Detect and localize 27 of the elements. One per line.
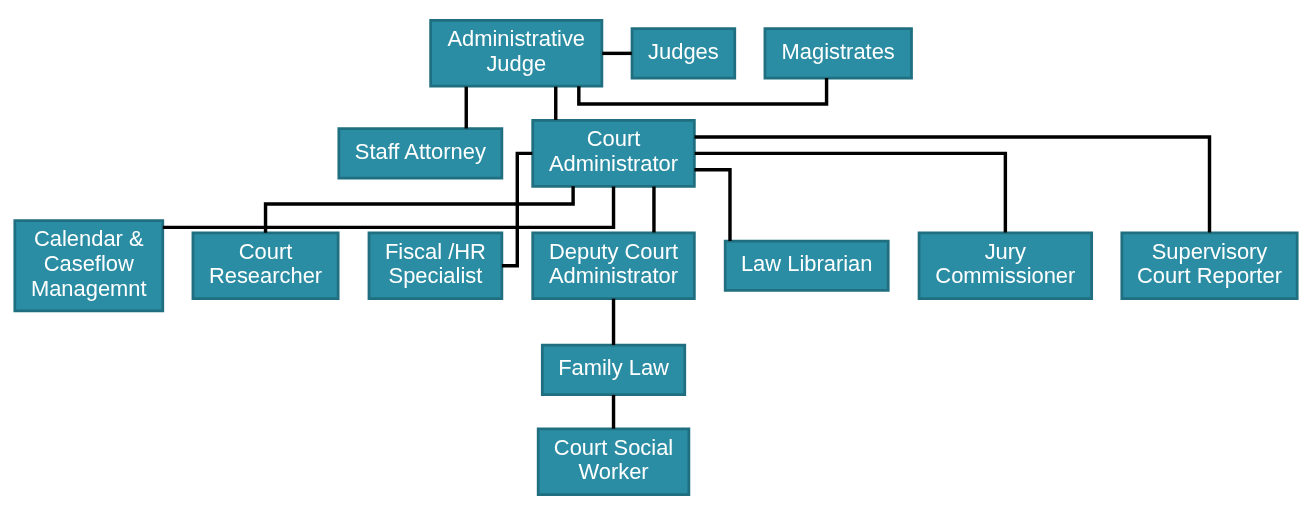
node-box: Magistrates (763, 27, 913, 80)
connector (162, 186, 616, 230)
connector (263, 186, 575, 233)
node-box: Family Law (540, 343, 687, 396)
connector (611, 298, 616, 346)
connector (501, 151, 533, 268)
connector (694, 168, 732, 241)
connector (694, 135, 1212, 233)
node-box: Deputy Court Administrator (531, 231, 696, 300)
connector (464, 86, 468, 129)
node-box: Jury Commissioner (917, 231, 1094, 300)
connector (602, 51, 632, 56)
node-box: Staff Attorney (337, 127, 504, 180)
connector (554, 86, 558, 120)
node-box: Fiscal /HR Specialist (367, 231, 504, 300)
connector (611, 394, 616, 429)
node-box: Court Social Worker (536, 427, 691, 496)
node-box: Calendar & Caseflow Managemnt (13, 219, 165, 313)
node-box: Judges (630, 27, 737, 80)
connector (694, 151, 1008, 233)
connector (652, 186, 656, 233)
node-box: Court Researcher (191, 231, 340, 300)
node-box: Supervisory Court Reporter (1120, 231, 1299, 300)
node-box: Administrative Judge (429, 19, 604, 88)
node-box: Law Librarian (723, 239, 890, 292)
connector (577, 78, 829, 106)
node-box: Court Administrator (531, 119, 696, 188)
